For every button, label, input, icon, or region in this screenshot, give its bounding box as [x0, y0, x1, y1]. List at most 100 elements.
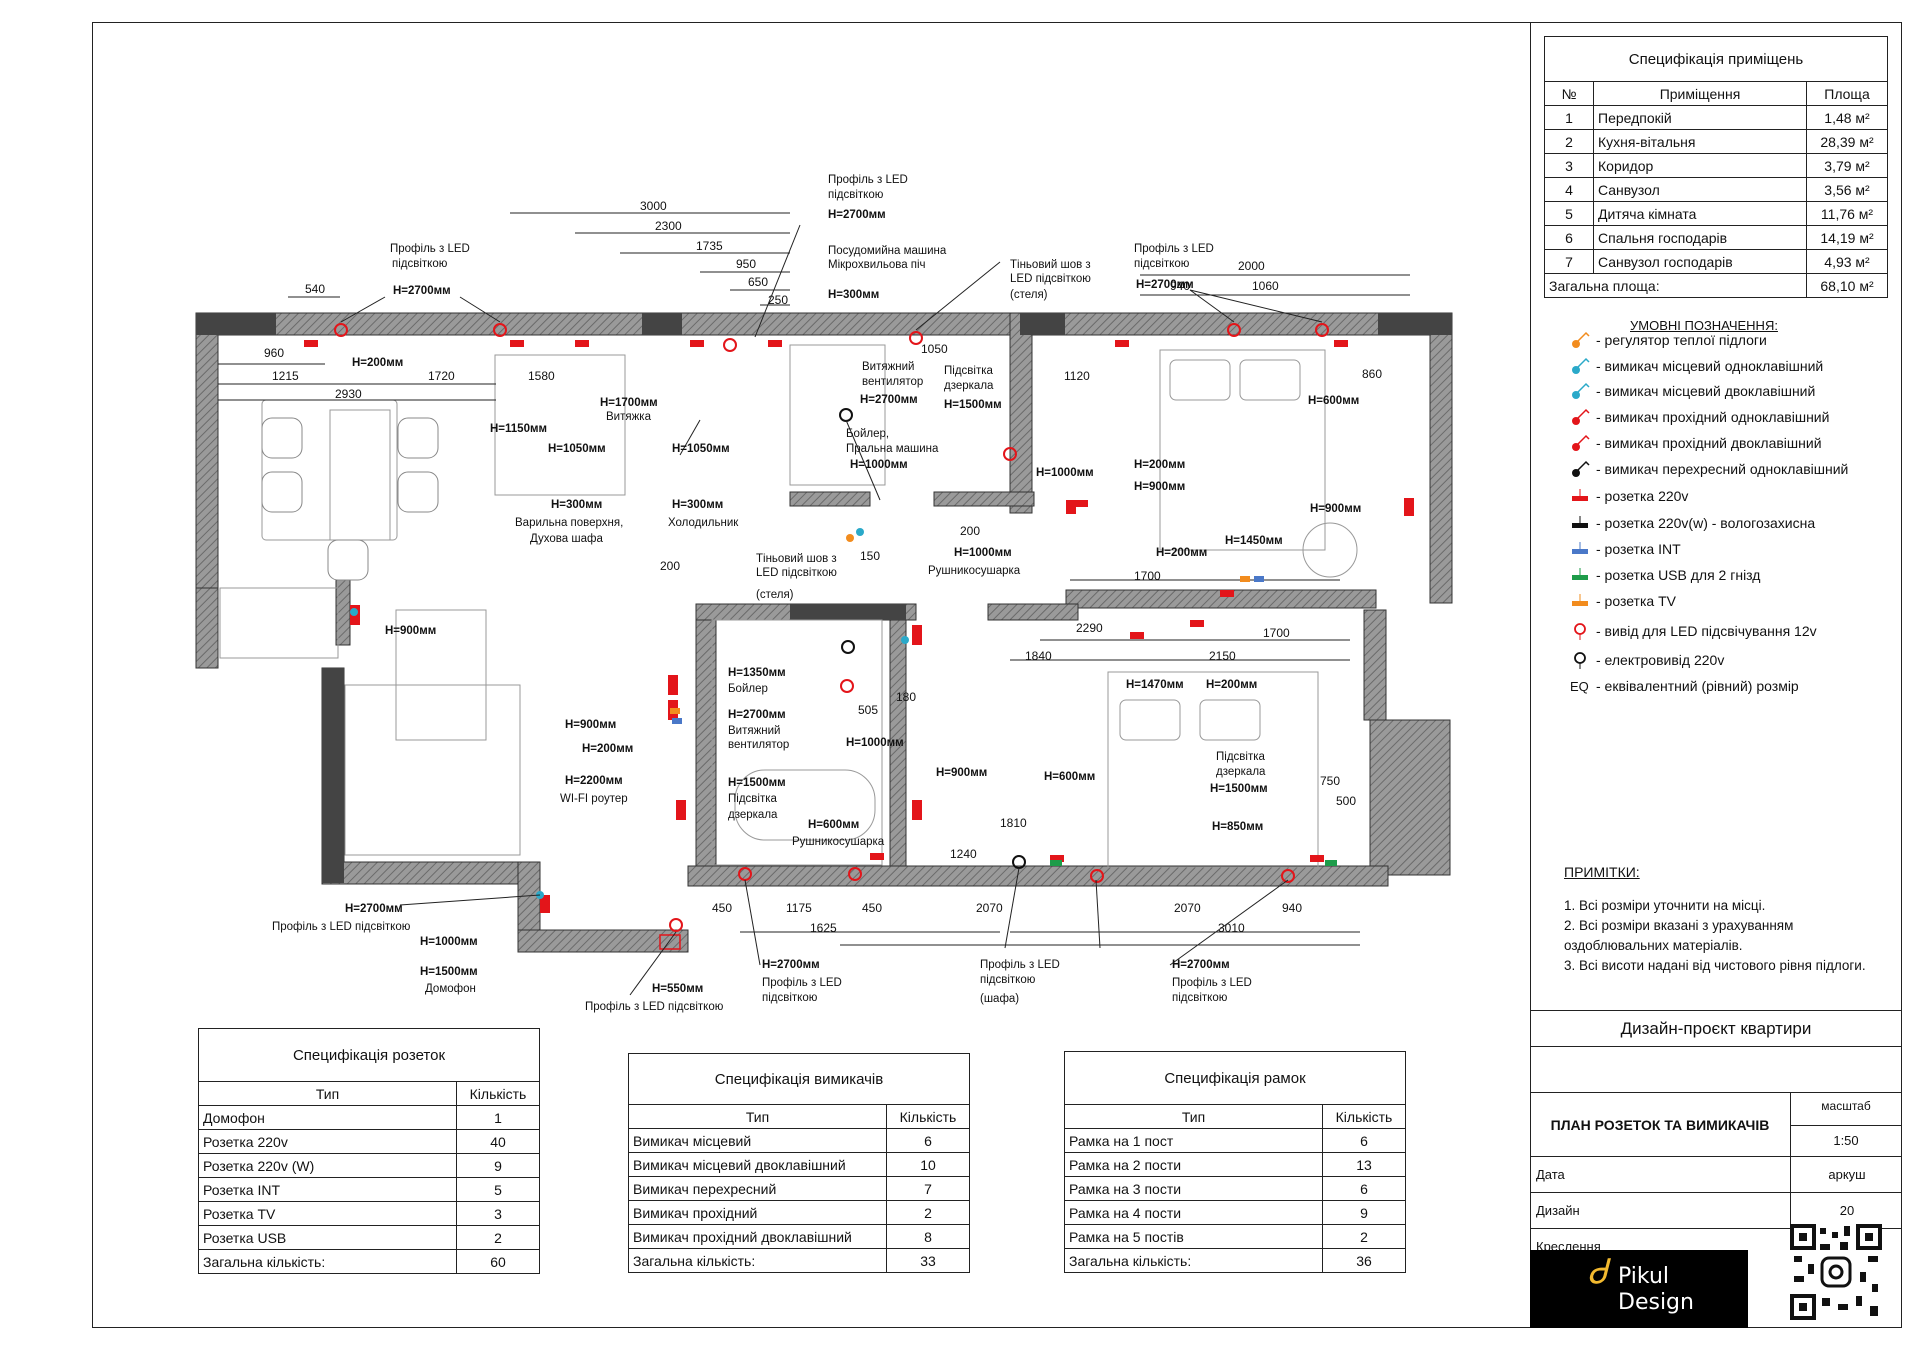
dimension-values: 3000 2300 1735 950 650 250 540 960 1215 … — [264, 199, 1382, 935]
interior-lines — [219, 344, 1358, 868]
power-outlet-icon — [1568, 650, 1596, 670]
notes-title: ПРИМІТКИ: — [1564, 864, 1640, 880]
svg-text:H=2700мм: H=2700мм — [828, 209, 886, 221]
dim-150: 150 — [860, 549, 880, 563]
brand-logo: Ꮷ Pikul Design — [1530, 1250, 1748, 1328]
cell: 3,79 м² — [1806, 153, 1888, 178]
logo-top-text: Pikul — [1618, 1264, 1670, 1289]
single-switch-icon — [1568, 356, 1596, 376]
switches-spec-title: Специфікація вимикачів — [628, 1053, 970, 1105]
cell: Рамка на 3 пости — [1064, 1176, 1323, 1201]
svg-text:(стеля): (стеля) — [1010, 289, 1048, 301]
dim-950: 950 — [736, 257, 756, 271]
dim-1580: 1580 — [528, 369, 555, 383]
svg-text:H=1500мм: H=1500мм — [944, 399, 1002, 411]
legend-label: - вимикач прохідний двоклавішний — [1596, 435, 1822, 451]
dim-1700b: 1700 — [1263, 626, 1290, 640]
frames-spec-title: Специфікація рамок — [1064, 1051, 1406, 1105]
svg-text:підсвіткою: підсвіткою — [1134, 258, 1190, 270]
legend-item: - вимикач місцевий двоклавішний — [1568, 381, 1815, 401]
design-label: Дизайн — [1536, 1203, 1580, 1218]
instagram-icon — [1820, 1256, 1852, 1288]
cell: Рамка на 1 пост — [1064, 1128, 1323, 1153]
sockets-col-type: Тип — [198, 1081, 457, 1106]
cell: 2 — [1544, 129, 1594, 154]
legend-label: - регулятор теплої підлоги — [1596, 332, 1767, 348]
legend-label: - вимикач місцевий одноклавішний — [1596, 358, 1824, 374]
sheet-name-row: ПЛАН РОЗЕТОК ТА ВИМИКАЧІВ масштаб 1:50 — [1530, 1093, 1902, 1157]
svg-text:Холодильник: Холодильник — [668, 517, 739, 529]
title-block-empty-row — [1530, 1047, 1902, 1093]
pass-double-switch-icon — [1568, 433, 1596, 453]
sheet-number: 20 — [1790, 1193, 1903, 1229]
cell: 5 — [456, 1177, 540, 1202]
dim-1215: 1215 — [272, 369, 299, 383]
legend-label: - вимикач перехресний одноклавішний — [1596, 461, 1849, 477]
cell: Рамка на 4 пости — [1064, 1200, 1323, 1225]
svg-text:H=2700мм: H=2700мм — [1136, 279, 1194, 291]
total-value: 36 — [1322, 1248, 1406, 1273]
legend-item: - розетка INT — [1568, 539, 1681, 559]
led-outlet-icon — [1568, 621, 1596, 641]
svg-text:H=2700мм: H=2700мм — [728, 709, 786, 721]
table-total-row: Загальна кількість:36 — [1064, 1248, 1406, 1273]
cell: 28,39 м² — [1806, 129, 1888, 154]
svg-text:Бойлер: Бойлер — [728, 683, 768, 695]
double-switch-icon — [1568, 381, 1596, 401]
cell: 4,93 м² — [1806, 249, 1888, 274]
sheet-name: ПЛАН РОЗЕТОК ТА ВИМИКАЧІВ — [1530, 1093, 1791, 1157]
rooms-spec-table: Специфікація приміщень № Приміщення Площ… — [1544, 36, 1888, 298]
cell: 1 — [1544, 105, 1594, 130]
dim-1060: 1060 — [1252, 279, 1279, 293]
dim-940: 940 — [1170, 279, 1190, 293]
svg-text:Профіль з LED: Профіль з LED — [828, 174, 908, 186]
svg-text:H=1150мм: H=1150мм — [490, 423, 547, 435]
dim-2000: 2000 — [1238, 259, 1265, 273]
cell: 6 — [1322, 1176, 1406, 1201]
legend-item: - вимикач прохідний двоклавішний — [1568, 433, 1822, 453]
svg-text:H=300мм: H=300мм — [672, 499, 723, 511]
svg-text:вентилятор: вентилятор — [862, 376, 923, 388]
scale-value: 1:50 — [1833, 1133, 1859, 1148]
svg-text:H=200мм: H=200мм — [1156, 547, 1207, 559]
sheet-label: аркуш — [1790, 1157, 1903, 1193]
svg-text:H=550мм: H=550мм — [652, 983, 703, 995]
tv-socket-icon — [1568, 591, 1596, 611]
cell: Домофон — [198, 1105, 457, 1130]
dim-1810: 1810 — [1000, 816, 1027, 830]
dim-180: 180 — [896, 690, 916, 704]
svg-text:H=300мм: H=300мм — [828, 289, 879, 301]
cell: Спальня господарів — [1593, 225, 1807, 250]
cell: Вимикач місцевий — [628, 1128, 887, 1153]
dim-1720: 1720 — [428, 369, 455, 383]
total-value: 33 — [886, 1248, 970, 1273]
dim-2150: 2150 — [1209, 649, 1236, 663]
svg-text:Бойлер,: Бойлер, — [846, 428, 889, 440]
switches-col-count: Кількість — [886, 1104, 970, 1129]
svg-text:Витяжний: Витяжний — [728, 725, 780, 737]
cell: 6 — [886, 1128, 970, 1153]
legend-label: - розетка TV — [1596, 593, 1676, 609]
eq-icon: EQ — [1568, 676, 1596, 696]
sockets-spec-title: Специфікація розеток — [198, 1028, 540, 1082]
legend-item: - електровивід 220v — [1568, 650, 1724, 670]
legend-title: УМОВНІ ПОЗНАЧЕННЯ: — [1630, 318, 1778, 333]
dim-2070b: 2070 — [1174, 901, 1201, 915]
cell: 10 — [886, 1152, 970, 1177]
svg-text:Посудомийна машина: Посудомийна машина — [828, 245, 947, 257]
legend-label: - розетка INT — [1596, 541, 1681, 557]
cell: 2 — [886, 1200, 970, 1225]
legend-label: - вимикач місцевий двоклавішний — [1596, 383, 1816, 399]
svg-text:H=200мм: H=200мм — [582, 743, 633, 755]
svg-text:H=1000мм: H=1000мм — [1036, 467, 1094, 479]
